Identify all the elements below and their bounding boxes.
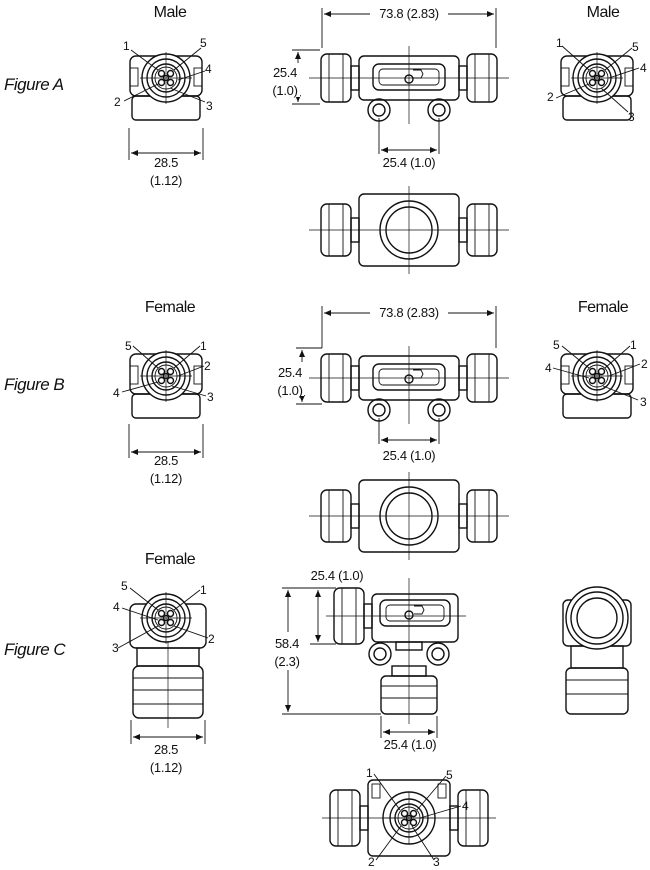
figure-a-height-dim: 25.4 [273,65,297,80]
figure-c-offset-dim: 25.4 (1.0) [311,568,364,583]
pin-label: 2 [368,855,375,869]
pin-label: 5 [125,339,132,353]
pin-label: 4 [113,386,120,400]
figure-c-label: Figure C [4,640,66,659]
figure-b-right-title: Female [578,299,629,316]
pin-label: 5 [200,36,207,50]
pin-label: 4 [545,361,552,375]
figure-b-width-dim: 28.5 [154,453,178,468]
figure-a-left-pin-labels: 1 5 4 2 3 [114,36,213,113]
figure-c-left-connector [129,591,207,728]
figure-a-right-title: Male [587,4,620,21]
pin-label: 1 [630,338,637,352]
figure-b-spacing-dim: 25.4 (1.0) [383,448,436,463]
figure-c-width-dim: 28.5 [154,742,178,757]
figure-b-length-dim: 73.8 (2.83) [379,305,439,320]
figure-b-width-dim-in: (1.12) [150,471,182,486]
pin-label: 1 [200,339,207,353]
figure-a-bottom-view [308,185,510,275]
figure-a-length-dim: 73.8 (2.83) [379,6,439,21]
pin-label: 2 [547,90,554,104]
pin-label: 3 [206,99,213,113]
pin-label: 2 [114,95,121,109]
figure-c: Figure C Female 5 1 4 3 2 28.5 [4,551,632,869]
pin-label: 3 [433,855,440,869]
pin-label: 3 [640,395,647,409]
figure-c-total-height-dim: 58.4 [275,636,299,651]
figure-b-height-dim-in: (1.0) [277,383,302,398]
figure-a-right-pin-labels: 1 5 4 2 3 [547,36,647,124]
figure-c-side-view [326,578,466,724]
figure-b-left-connector [130,350,202,418]
figure-b-bottom-view [308,471,510,561]
figure-c-total-height-dim-in: (2.3) [274,654,299,669]
figure-a-right-connector [561,52,633,120]
pin-label: 1 [556,36,563,50]
pin-label: 1 [366,766,373,780]
figure-b-label: Figure B [4,375,64,394]
pin-label: 4 [462,799,469,813]
figure-b-right-pin-labels: 5 1 2 4 3 [545,338,648,409]
pin-label: 3 [207,390,214,404]
pin-label: 4 [205,62,212,76]
pin-label: 1 [200,583,207,597]
pin-label: 2 [641,357,648,371]
figure-b-height-dim: 25.4 [278,365,302,380]
figure-b-side-view [308,345,510,425]
pin-label: 3 [112,641,119,655]
pin-label: 5 [553,338,560,352]
pin-label: 4 [640,61,647,75]
pin-label: 5 [121,579,128,593]
pin-label: 3 [628,110,635,124]
figure-a-label: Figure A [4,75,64,94]
pin-label: 5 [632,40,639,54]
figure-b-right-connector [561,350,633,418]
figure-c-bottom-pin-labels: 1 5 4 2 3 [366,766,469,869]
figure-c-width-dim-in: (1.12) [150,760,182,775]
pin-label: 2 [208,632,215,646]
figure-a: Figure A Male Male 1 5 4 2 3 28.5 (1.12) [4,4,647,275]
figure-a-height-dim-in: (1.0) [272,83,297,98]
figure-a-left-connector [130,52,202,120]
pin-label: 1 [123,39,130,53]
figure-b: Figure B Female Female 5 1 2 4 3 28.5 (1… [4,299,648,561]
figure-a-left-title: Male [154,4,187,21]
figure-a-side-view [308,45,510,125]
figure-c-left-title: Female [145,551,196,568]
figure-c-spacing-dim: 25.4 (1.0) [384,737,437,752]
figure-c-right-view [562,586,632,715]
figure-a-spacing-dim: 25.4 (1.0) [383,155,436,170]
figure-c-bottom-view [322,779,496,857]
figure-a-width-dim-in: (1.12) [150,173,182,188]
pin-label: 4 [113,600,120,614]
pin-label: 5 [446,768,453,782]
figure-a-width-dim: 28.5 [154,155,178,170]
pin-label: 2 [204,359,211,373]
figure-b-left-pin-labels: 5 1 2 4 3 [113,339,214,404]
figure-b-left-title: Female [145,299,196,316]
figure-c-left-pin-labels: 5 1 4 3 2 [112,579,215,655]
